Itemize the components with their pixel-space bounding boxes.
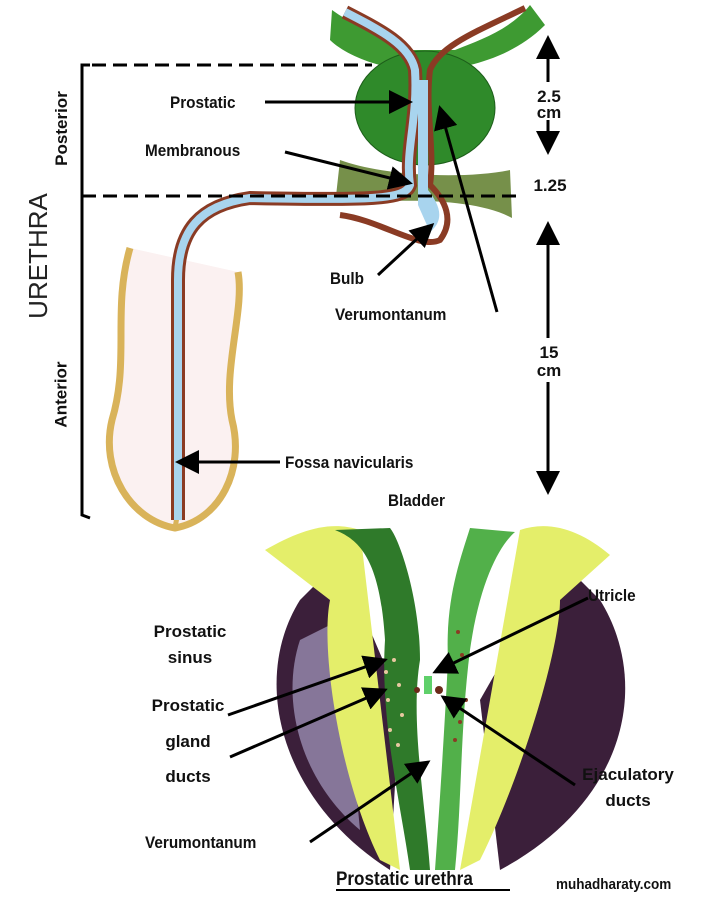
ejaculatory-ducts-label-1: Ejaculatory [582, 765, 674, 784]
verumontanum-bottom-label: Verumontanum [145, 833, 257, 852]
prostatic-label: Prostatic [170, 93, 236, 112]
prostatic-gland-ducts-label-2: gland [165, 732, 211, 751]
urethra-label: URETHRA [22, 193, 53, 319]
prostatic-gland-ducts-label-3: ducts [165, 767, 211, 786]
prostate-top [330, 5, 545, 218]
bulb-label: Bulb [330, 269, 365, 288]
posterior-label: Posterior [51, 91, 71, 166]
ejaculatory-ducts-label-2: ducts [605, 791, 651, 810]
anterior-length: 15 [539, 343, 559, 362]
membranous-length: 1.25 [533, 176, 567, 195]
bladder-label: Bladder [388, 491, 445, 510]
anterior-label: Anterior [51, 361, 71, 428]
utricle-label: Utricle [588, 586, 636, 605]
prostatic-gland-ducts-label-1: Prostatic [151, 696, 225, 715]
watermark: muhadharaty.com [556, 876, 672, 893]
fossa-navicularis-label: Fossa navicularis [285, 453, 414, 472]
pointer-arrows [175, 90, 589, 844]
prostate-section [265, 526, 626, 870]
section-divider-lines [80, 63, 520, 520]
caption: Prostatic urethra [336, 869, 473, 890]
prostatic-unit: cm [536, 103, 562, 122]
utricle-mark [424, 676, 432, 694]
verumontanum-label: Verumontanum [335, 305, 447, 324]
prostatic-length: 2.5 [537, 87, 561, 106]
anterior-unit: cm [536, 361, 562, 380]
membranous-label: Membranous [145, 141, 241, 160]
prostatic-sinus-label-1: Prostatic [153, 622, 227, 641]
prostatic-sinus-label-2: sinus [167, 648, 213, 667]
